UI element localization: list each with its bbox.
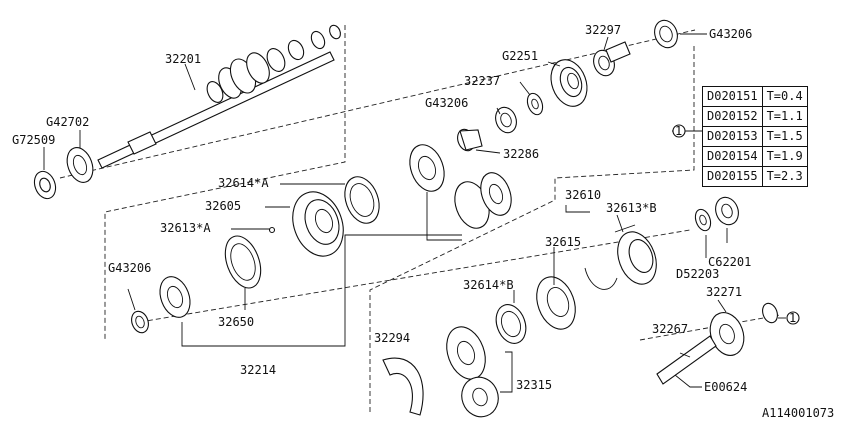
nut-c62201 xyxy=(715,196,739,226)
cover-plate-32294 xyxy=(382,357,424,416)
label-g72509: G72509 xyxy=(12,133,55,147)
ring-32650 xyxy=(224,235,262,289)
axis-line-upper xyxy=(59,29,696,179)
label-32237: 32237 xyxy=(464,74,500,88)
label-32650: 32650 xyxy=(218,315,254,329)
synchro-ring-32614a xyxy=(344,176,380,224)
label-32615: 32615 xyxy=(545,235,581,249)
lower-group-outline xyxy=(369,46,695,415)
figure-id: A114001073 xyxy=(762,406,834,420)
label-32613b: 32613*B xyxy=(606,201,657,215)
gear-32214 xyxy=(159,276,191,318)
thickness-cell: T=2.3 xyxy=(761,166,808,187)
table-row: D020152 T=1.1 xyxy=(702,106,808,127)
label-32613a: 32613*A xyxy=(160,221,211,235)
label-32610: 32610 xyxy=(565,188,601,202)
label-32614a: 32614*A xyxy=(218,176,269,190)
thickness-cell: T=1.9 xyxy=(761,146,808,167)
label-g42702: G42702 xyxy=(46,115,89,129)
needle-bearing-g43206-top xyxy=(654,19,678,49)
part-number-cell: D020151 xyxy=(702,86,763,107)
ring-32615 xyxy=(584,267,618,290)
seal-g72509 xyxy=(33,170,57,200)
table-row: D020153 T=1.5 xyxy=(702,126,808,147)
thickness-cell: T=1.5 xyxy=(761,126,808,147)
reference-circle-oring: 1 xyxy=(786,311,800,325)
thickness-cell: T=0.4 xyxy=(761,86,808,107)
label-g2251: G2251 xyxy=(502,49,538,63)
needle-bearing-g43206-low xyxy=(131,310,149,334)
label-32201: 32201 xyxy=(165,52,201,66)
shim-thickness-table: D020151 T=0.4 D020152 T=1.1 D020153 T=1.… xyxy=(702,86,808,187)
thickness-cell: T=1.1 xyxy=(761,106,808,127)
part-number-cell: D020152 xyxy=(702,106,763,127)
leader-lines xyxy=(43,33,786,393)
reference-circle-table: 1 xyxy=(672,124,686,138)
label-32267: 32267 xyxy=(652,322,688,336)
label-d52203: D52203 xyxy=(676,267,719,281)
svg-text:1: 1 xyxy=(789,311,796,325)
label-32214: 32214 xyxy=(240,363,276,377)
synchro-ring-32614b xyxy=(495,304,527,344)
part-number-cell: D020153 xyxy=(702,126,763,147)
synchro-hub-32605 xyxy=(292,191,344,257)
label-32294: 32294 xyxy=(374,331,410,345)
label-c62201: C62201 xyxy=(708,255,751,269)
gear-32271 xyxy=(709,312,745,356)
washer-d52203 xyxy=(694,208,712,232)
label-g43206-low: G43206 xyxy=(108,261,151,275)
gear-32315-pair xyxy=(446,326,499,418)
main-shaft-32201 xyxy=(97,24,341,169)
washer-32237 xyxy=(526,92,544,116)
gear-upper-pair xyxy=(409,144,512,229)
part-number-cell: D020155 xyxy=(702,166,763,187)
label-32297: 32297 xyxy=(585,23,621,37)
sleeve-32610 xyxy=(614,224,657,285)
upper-group-outline xyxy=(104,25,346,340)
axis-line-lower xyxy=(139,229,691,323)
bearing-g42702 xyxy=(66,147,94,183)
shaft-32267 xyxy=(656,335,717,385)
bearing-g2251 xyxy=(550,59,588,107)
label-32271: 32271 xyxy=(706,285,742,299)
label-g43206-top: G43206 xyxy=(709,27,752,41)
table-row: D020155 T=2.3 xyxy=(702,166,808,187)
sleeve-32297 xyxy=(593,41,631,77)
svg-text:1: 1 xyxy=(675,124,682,138)
label-e00624: E00624 xyxy=(704,380,747,394)
needle-bearing-g43206-mid xyxy=(495,106,517,134)
table-row: D020154 T=1.9 xyxy=(702,146,808,167)
key-32613a xyxy=(268,226,276,234)
label-32315: 32315 xyxy=(516,378,552,392)
synchro-hub-32615 xyxy=(536,276,576,330)
part-number-cell: D020154 xyxy=(702,146,763,167)
collar-32286 xyxy=(457,128,483,152)
label-g43206-mid: G43206 xyxy=(425,96,468,110)
label-32286: 32286 xyxy=(503,147,539,161)
label-32605: 32605 xyxy=(205,199,241,213)
o-ring xyxy=(762,302,778,324)
table-row: D020151 T=0.4 xyxy=(702,86,808,107)
label-32614b: 32614*B xyxy=(463,278,514,292)
